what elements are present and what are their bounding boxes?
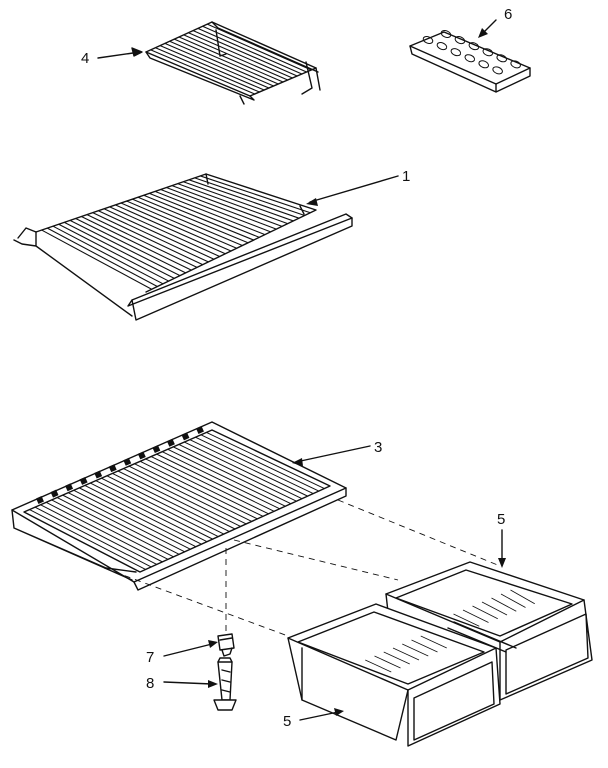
leader-lines (97, 19, 506, 721)
wire-shelf-icon (13, 173, 353, 321)
callout-6: 6 (504, 6, 512, 23)
crisper-pan-left-icon (287, 603, 501, 747)
shelf-support-peg-icon (217, 633, 235, 657)
callout-4: 4 (81, 50, 89, 67)
crisper-pan-right-icon (385, 561, 593, 701)
callout-7: 7 (146, 649, 154, 666)
callout-3: 3 (374, 439, 382, 456)
callout-1: 1 (402, 168, 410, 185)
ice-cube-tray-icon (409, 29, 531, 93)
small-wire-shelf-icon (145, 21, 321, 105)
callout-5a: 5 (497, 511, 505, 528)
callout-8: 8 (146, 675, 154, 692)
crisper-cover-shelf-frame-icon (11, 421, 501, 640)
support-post-icon (213, 657, 237, 711)
callout-5b: 5 (283, 713, 291, 730)
